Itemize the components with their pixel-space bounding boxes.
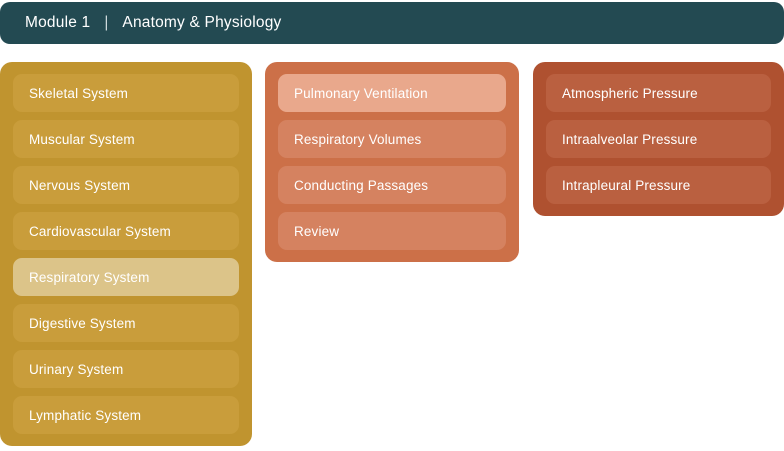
node-item[interactable]: Review (278, 212, 506, 250)
node-item[interactable]: Atmospheric Pressure (546, 74, 771, 112)
node-item[interactable]: Intrapleural Pressure (546, 166, 771, 204)
node-item[interactable]: Nervous System (13, 166, 239, 204)
node-item-label: Lymphatic System (29, 407, 142, 423)
node-item-label: Pulmonary Ventilation (294, 85, 428, 101)
node-item-selected[interactable]: Respiratory System (13, 258, 239, 296)
node-item[interactable]: Conducting Passages (278, 166, 506, 204)
node-item[interactable]: Skeletal System (13, 74, 239, 112)
node-item-label: Atmospheric Pressure (562, 85, 698, 101)
node-item-label: Urinary System (29, 361, 124, 377)
module-header-bar: Module 1 | Anatomy & Physiology (0, 2, 784, 44)
node-item-label: Nervous System (29, 177, 131, 193)
node-item-label: Intraalveolar Pressure (562, 131, 698, 147)
node-item-label: Digestive System (29, 315, 136, 331)
node-item[interactable]: Respiratory Volumes (278, 120, 506, 158)
node-item-label: Skeletal System (29, 85, 129, 101)
header-separator: | (104, 14, 109, 31)
node-item-selected[interactable]: Pulmonary Ventilation (278, 74, 506, 112)
node-item[interactable]: Urinary System (13, 350, 239, 388)
node-item-label: Intrapleural Pressure (562, 177, 691, 193)
node-item[interactable]: Digestive System (13, 304, 239, 342)
node-item[interactable]: Intraalveolar Pressure (546, 120, 771, 158)
node-item-label: Cardiovascular System (29, 223, 171, 239)
node-item-label: Respiratory System (29, 269, 150, 285)
node-item-label: Muscular System (29, 131, 135, 147)
node-item[interactable]: Lymphatic System (13, 396, 239, 434)
node-item-label: Respiratory Volumes (294, 131, 422, 147)
node-item[interactable]: Muscular System (13, 120, 239, 158)
subject-title: Anatomy & Physiology (122, 14, 282, 31)
node-item[interactable]: Cardiovascular System (13, 212, 239, 250)
node-item-label: Review (294, 223, 340, 239)
node-item-label: Conducting Passages (294, 177, 429, 193)
module-label: Module 1 (25, 14, 91, 31)
